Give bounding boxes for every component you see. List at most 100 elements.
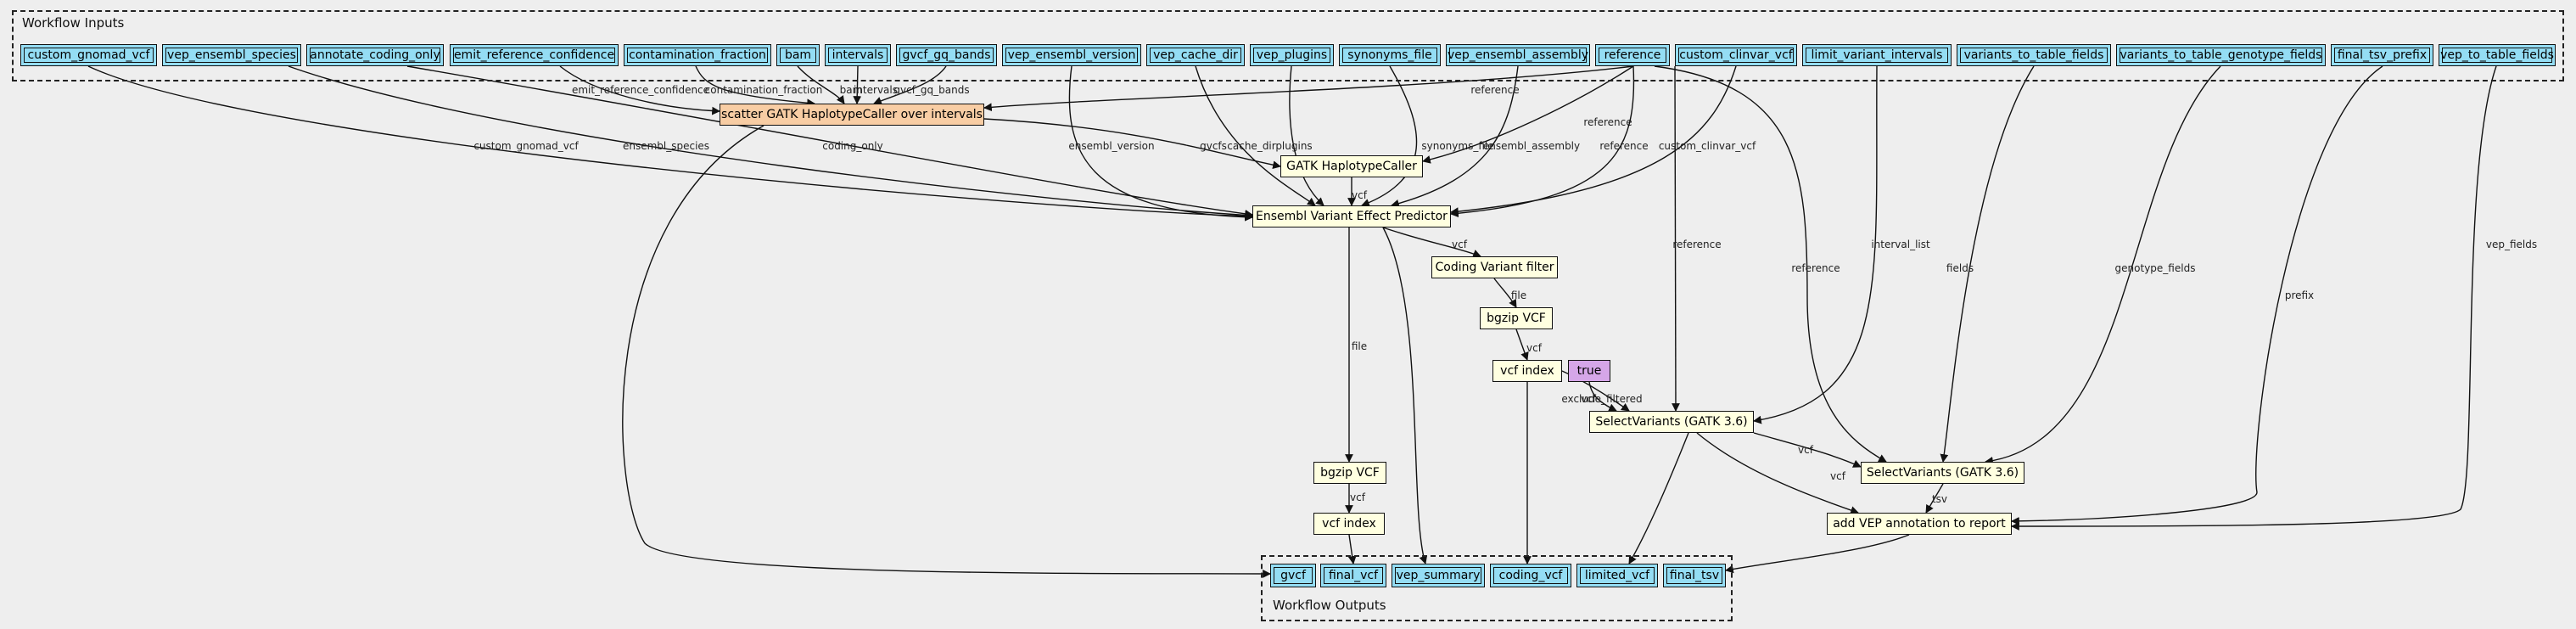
edge-plugins-vep	[1289, 65, 1324, 206]
edge-vepfields-addvep-label: vep_fields	[2486, 239, 2537, 250]
edge-vep-codingfilter	[1382, 227, 1481, 258]
output-gvcf[interactable]: gvcf	[1270, 564, 1316, 587]
input-variants-to-table-fields[interactable]: variants_to_table_fields	[1957, 44, 2111, 66]
edge-scatter-haplotype-label: gvcfs	[1200, 140, 1227, 152]
output-label: limited_vcf	[1584, 569, 1650, 582]
step-scatter-haplotypecaller[interactable]: scatter GATK HaplotypeCaller over interv…	[720, 104, 984, 126]
edge-gqbands-scatter-label: gvcf_gq_bands	[893, 84, 969, 96]
edge-assembly-vep-label: ensembl_assembly	[1483, 140, 1580, 152]
edge-gqbands-scatter	[873, 65, 947, 105]
input-bam[interactable]: bam	[776, 44, 820, 66]
step-vcf-index-final[interactable]: vcf index	[1313, 513, 1385, 535]
input-vep-ensembl-species[interactable]: vep_ensembl_species	[162, 44, 301, 66]
edge-genofields-totable-label: genotype_fields	[2115, 262, 2196, 274]
edge-gnomad-vep	[87, 65, 1253, 221]
edge-reference-vep	[1450, 65, 1635, 218]
output-label: final_vcf	[1328, 569, 1379, 582]
edge-intervallist-select	[1753, 65, 1878, 424]
step-bgzip-final-vcf[interactable]: bgzip VCF	[1313, 462, 1386, 484]
output-label: coding_vcf	[1498, 569, 1563, 582]
edge-totable-addvep	[1925, 483, 1944, 514]
input-vep-plugins[interactable]: vep_plugins	[1250, 44, 1334, 66]
workflow-inputs-title: Workflow Inputs	[22, 15, 125, 31]
step-label: SelectVariants (GATK 3.6)	[1866, 466, 2019, 480]
input-reference[interactable]: reference	[1595, 44, 1670, 66]
output-coding-vcf[interactable]: coding_vcf	[1490, 564, 1571, 587]
input-label: vep_ensembl_version	[1007, 48, 1136, 62]
edge-select-totable-label: vcf	[1798, 444, 1814, 456]
input-label: final_tsv_prefix	[2337, 48, 2428, 62]
edge-coding-vep-label: coding_only	[822, 140, 883, 152]
output-limited-vcf[interactable]: limited_vcf	[1576, 564, 1658, 587]
edge-bgzip-indexfinal-label: vcf	[1350, 491, 1366, 503]
step-variants-to-table[interactable]: SelectVariants (GATK 3.6)	[1861, 462, 2024, 484]
edge-emitref-scatter-label: emit_reference_confidence	[572, 84, 709, 96]
edge-scatter-gvcf	[622, 125, 1271, 578]
input-label: variants_to_table_fields	[1963, 48, 2104, 62]
edge-haplotype-vep-label: vcf	[1352, 189, 1368, 201]
input-emit-reference-confidence[interactable]: emit_reference_confidence	[450, 44, 619, 66]
step-gatk-haplotypecaller[interactable]: GATK HaplotypeCaller	[1280, 155, 1423, 177]
input-custom-clinvar-vcf[interactable]: custom_clinvar_vcf	[1675, 44, 1797, 66]
edge-vep-bgzipfinal-label: file	[1352, 340, 1367, 352]
input-intervals[interactable]: intervals	[825, 44, 891, 66]
edge-genofields-totable	[1985, 65, 2221, 465]
input-label: emit_reference_confidence	[453, 48, 615, 62]
input-label: bam	[784, 48, 812, 62]
input-contamination-fraction[interactable]: contamination_fraction	[624, 44, 771, 66]
edge-vepfields-addvep	[2011, 65, 2497, 531]
edge-contam-scatter	[695, 65, 815, 108]
edge-intervals-scatter	[853, 65, 862, 104]
edge-intervals-scatter-label: intervals	[854, 84, 898, 96]
input-label: synonyms_file	[1347, 48, 1432, 62]
edge-bgzip-index-label: vcf	[1526, 342, 1543, 354]
edge-scatter-haplotype	[983, 118, 1281, 170]
step-ensembl-vep[interactable]: Ensembl Variant Effect Predictor	[1252, 205, 1451, 227]
edge-reference-totable-label: reference	[1791, 262, 1840, 274]
output-vep-summary[interactable]: vep_summary	[1392, 564, 1485, 587]
edge-fields-totable-label: fields	[1946, 262, 1974, 274]
edge-bgzip-index	[1515, 329, 1529, 361]
step-add-vep-annotation[interactable]: add VEP annotation to report	[1827, 513, 2012, 535]
input-label: gvcf_gq_bands	[902, 48, 991, 62]
edge-index-select-label: vcf	[1581, 393, 1597, 405]
edge-clinvar-vep	[1450, 65, 1737, 216]
output-label: gvcf	[1280, 569, 1306, 582]
input-custom-gnomad-vcf[interactable]: custom_gnomad_vcf	[20, 44, 157, 66]
input-vep-ensembl-version[interactable]: vep_ensembl_version	[1002, 44, 1141, 66]
edge-version-vep	[1068, 65, 1253, 222]
edge-species-vep	[288, 65, 1253, 220]
input-label: vep_ensembl_assembly	[1447, 48, 1589, 62]
edge-vep-codingfilter-label: vcf	[1452, 239, 1468, 250]
step-bgzip-coding-vcf[interactable]: bgzip VCF	[1480, 307, 1553, 329]
input-synonyms-file[interactable]: synonyms_file	[1339, 44, 1441, 66]
edge-codingfilter-bgzip	[1493, 278, 1517, 308]
edge-prefix-addvep-label: prefix	[2285, 289, 2314, 301]
output-label: vep_summary	[1396, 569, 1481, 582]
step-select-variants[interactable]: SelectVariants (GATK 3.6)	[1589, 411, 1754, 433]
edge-plugins-vep-label: plugins	[1275, 140, 1312, 152]
constant-true[interactable]: true	[1568, 360, 1610, 382]
edge-synonyms-vep-label: synonyms_file	[1421, 140, 1493, 152]
output-final-tsv[interactable]: final_tsv	[1663, 564, 1726, 587]
input-gvcf-gq-bands[interactable]: gvcf_gq_bands	[896, 44, 997, 66]
edge-coding-vep	[406, 65, 1253, 218]
input-variants-to-table-genotype-fields[interactable]: variants_to_table_genotype_fields	[2116, 44, 2326, 66]
edge-intervallist-select-label: interval_list	[1871, 239, 1930, 250]
input-vep-ensembl-assembly[interactable]: vep_ensembl_assembly	[1446, 44, 1590, 66]
input-limit-variant-intervals[interactable]: limit_variant_intervals	[1802, 44, 1952, 66]
step-coding-variant-filter[interactable]: Coding Variant filter	[1431, 256, 1558, 278]
input-annotate-coding-only[interactable]: annotate_coding_only	[306, 44, 444, 66]
input-vep-cache-dir[interactable]: vep_cache_dir	[1146, 44, 1245, 66]
step-label: bgzip VCF	[1320, 466, 1380, 480]
input-label: vep_cache_dir	[1153, 48, 1238, 62]
edge-gnomad-vep-label: custom_gnomad_vcf	[473, 140, 579, 152]
edge-true-select-label: exclude_filtered	[1561, 393, 1642, 405]
input-label: annotate_coding_only	[310, 48, 440, 62]
input-label: custom_gnomad_vcf	[27, 48, 150, 62]
step-vcf-index-coding[interactable]: vcf index	[1492, 360, 1562, 382]
input-label: reference	[1604, 48, 1661, 62]
output-final-vcf[interactable]: final_vcf	[1320, 564, 1386, 587]
input-final-tsv-prefix[interactable]: final_tsv_prefix	[2331, 44, 2433, 66]
input-vep-to-table-fields[interactable]: vep_to_table_fields	[2439, 44, 2556, 66]
